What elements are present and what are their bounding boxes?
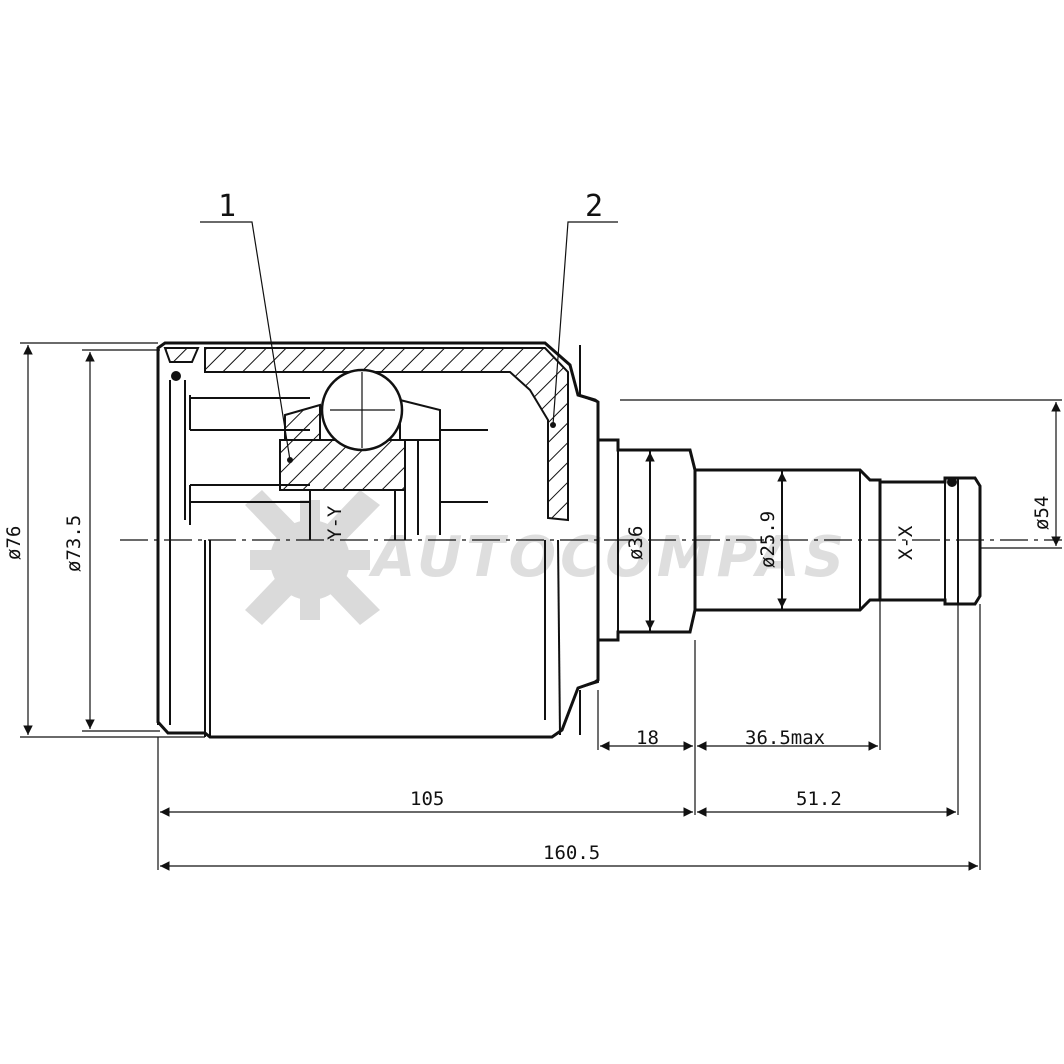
roller-housing [399,398,441,441]
dim-160-5-label: 160.5 [543,842,600,864]
dim-73-5-label: ø73.5 [63,515,85,572]
snap-ring [947,477,957,487]
gear-logo-icon [245,490,380,625]
leader-1 [200,221,291,461]
dim-54-label: ø54 [1031,496,1053,530]
dim-105-label: 105 [410,788,444,810]
shaft-body [695,468,882,612]
lower-right-2 [557,539,561,736]
callout-1: 1 [218,189,236,224]
section-xx-label: X-X [895,525,917,560]
spline-end [880,476,982,606]
dim-51-2-label: 51.2 [796,788,842,810]
dim-18-label: 18 [636,727,659,749]
dimension-lines [23,345,1061,871]
watermark-text: AUTOCOMPAS [368,525,848,590]
dim-36-label: ø36 [625,526,647,560]
tripod-arm [284,403,321,441]
callout-2: 2 [585,189,603,224]
flange-lower [577,560,599,689]
circlip [171,371,181,381]
dim-36-5-label: 36.5max [745,727,825,749]
shaft-collar [598,438,697,642]
dim-25-9-label: ø25.9 [757,511,779,568]
watermark: AUTOCOMPAS [245,490,848,625]
extension-lines [20,342,1062,870]
housing [156,341,600,739]
housing-lip-section [163,347,200,363]
section-yy-label: Y-Y [324,505,346,540]
tripod-section [279,439,406,491]
flange-upper [577,394,599,525]
dim-76-label: ø76 [3,526,25,560]
leaders [200,221,618,463]
leader-2 [552,221,618,426]
